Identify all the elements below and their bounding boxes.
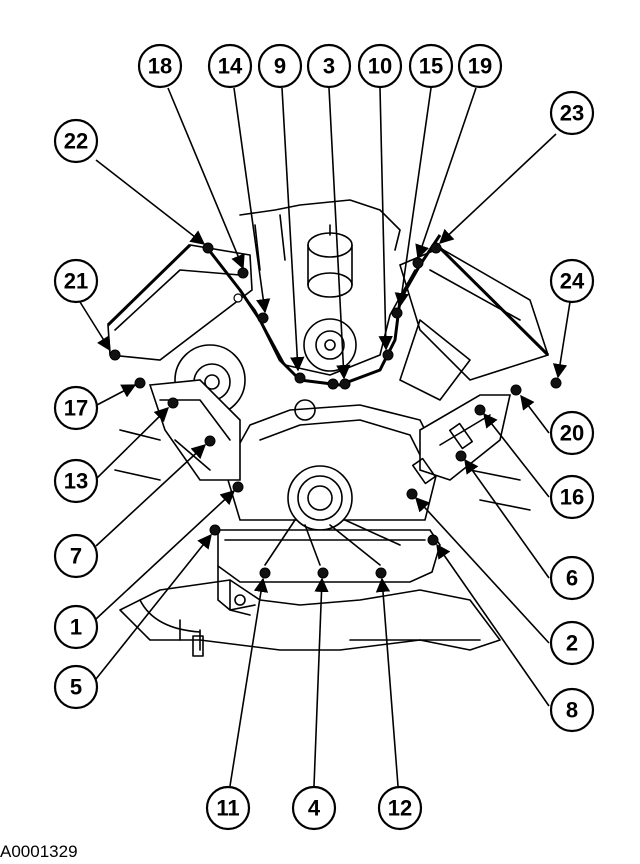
svg-text:7: 7 <box>70 544 82 569</box>
callout-6: 6 <box>549 555 595 601</box>
callout-14: 14 <box>207 43 253 89</box>
svg-text:3: 3 <box>323 54 335 79</box>
svg-text:23: 23 <box>560 101 584 126</box>
svg-text:13: 13 <box>64 469 88 494</box>
callout-20: 20 <box>549 410 595 456</box>
svg-text:4: 4 <box>308 796 321 821</box>
engine-illustration <box>106 199 550 657</box>
svg-text:12: 12 <box>388 796 412 821</box>
callout-21: 21 <box>53 258 99 304</box>
callout-1: 1 <box>53 604 99 650</box>
callout-23: 23 <box>549 90 595 136</box>
callout-4: 4 <box>291 785 337 831</box>
callout-24: 24 <box>549 258 595 304</box>
svg-text:15: 15 <box>419 54 443 79</box>
svg-text:20: 20 <box>560 421 584 446</box>
callout-16: 16 <box>549 474 595 520</box>
svg-text:24: 24 <box>560 269 585 294</box>
callout-10: 10 <box>357 43 403 89</box>
svg-text:8: 8 <box>566 698 578 723</box>
svg-text:1: 1 <box>70 615 82 640</box>
svg-text:6: 6 <box>566 566 578 591</box>
callout-5: 5 <box>53 664 99 710</box>
callout-11: 11 <box>205 785 251 831</box>
callout-19: 19 <box>457 43 503 89</box>
figure-id: A0001329 <box>0 842 78 861</box>
svg-text:2: 2 <box>566 631 578 656</box>
callout-17: 17 <box>53 385 99 431</box>
svg-text:9: 9 <box>274 54 286 79</box>
callout-22: 22 <box>53 118 99 164</box>
callout-12: 12 <box>377 785 423 831</box>
callout-3: 3 <box>306 43 352 89</box>
callout-9: 9 <box>257 43 303 89</box>
callout-7: 7 <box>53 533 99 579</box>
bolt-markers <box>109 242 562 579</box>
callout-2: 2 <box>549 620 595 666</box>
svg-text:19: 19 <box>468 54 492 79</box>
svg-text:22: 22 <box>64 129 88 154</box>
callout-15: 15 <box>408 43 454 89</box>
svg-text:18: 18 <box>148 54 172 79</box>
callouts: 18 14 9 3 10 15 19 22 <box>53 43 595 831</box>
leader-lines <box>79 87 571 787</box>
svg-text:11: 11 <box>216 796 239 821</box>
callout-18: 18 <box>137 43 183 89</box>
svg-text:21: 21 <box>64 269 88 294</box>
callout-13: 13 <box>53 458 99 504</box>
svg-text:14: 14 <box>218 54 243 79</box>
svg-text:5: 5 <box>70 675 82 700</box>
svg-text:17: 17 <box>64 396 88 421</box>
svg-text:10: 10 <box>368 54 392 79</box>
callout-8: 8 <box>549 687 595 733</box>
svg-text:16: 16 <box>560 485 584 510</box>
